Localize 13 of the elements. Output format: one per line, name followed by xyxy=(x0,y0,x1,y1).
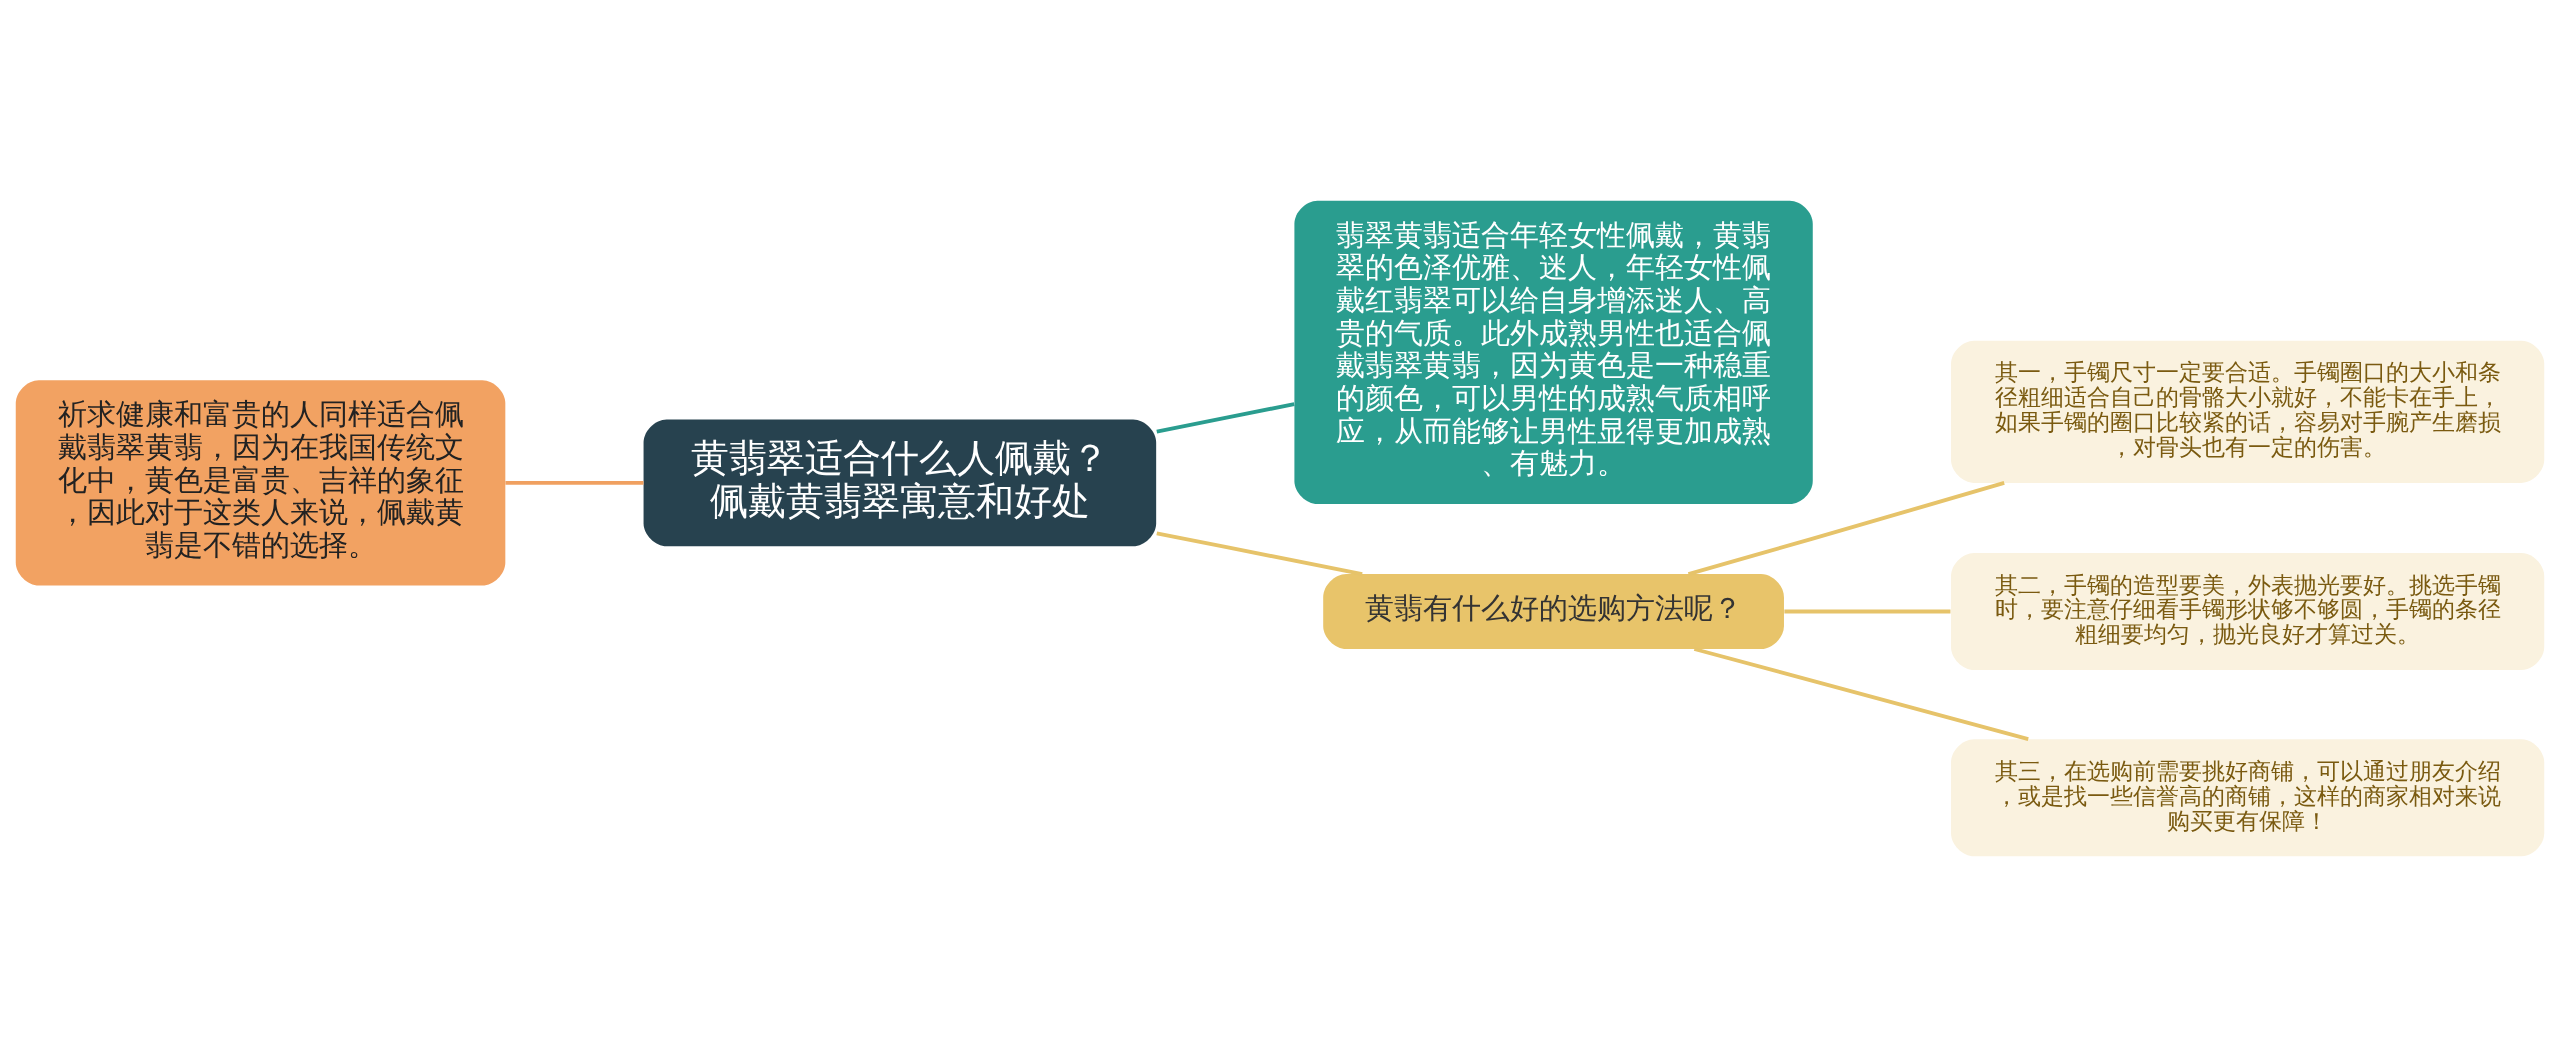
node-box: 黄翡翠适合什么人佩戴？佩戴黄翡翠寓意和好处 xyxy=(643,419,1157,547)
node-box: 黄翡有什么好的选购方法呢？ xyxy=(1323,574,1784,649)
node-box: 其一，手镯尺寸一定要合适。手镯圈口的大小和条径粗细适合自己的骨骼大小就好，不能卡在手上，如果手镯的圈口比较紧的话，容易对手腕产生磨损，对骨头也有一定的伤害。 xyxy=(1951,340,2545,483)
node-box: 祈求健康和富贵的人同样适合佩戴翡翠黄翡，因为在我国传统文化中，黄色是富贵、吉祥的象征，因此对于这类人来说，佩戴黄翡是不错的选择。 xyxy=(15,380,506,586)
connector xyxy=(1687,481,2005,576)
connector xyxy=(1784,609,1951,614)
connector xyxy=(505,480,644,485)
node-box: 其二，手镯的造型要美，外表抛光要好。挑选手镯时，要注意仔细看手镯形状够不够圆，手镯的条径粗细要均匀，抛光良好才算过关。 xyxy=(1951,553,2545,671)
node-box: 翡翠黄翡适合年轻女性佩戴，黄翡翠的色泽优雅、迷人，年轻女性佩戴红翡翠可以给自身增添迷人、高贵的气质。此外成熟男性也适合佩戴翡翠黄翡，因为黄色是一种稳重的颜色，可以男性的成熟气质相呼应，从而能够让男性显得更加成熟、有魅力。 xyxy=(1294,200,1813,504)
connector xyxy=(1156,402,1295,434)
node-box: 其三，在选购前需要挑好商铺，可以通过朋友介绍，或是找一些信誉高的商铺，这样的商家相对来说购买更有保障！ xyxy=(1951,739,2545,857)
connector xyxy=(1693,647,2029,741)
connector xyxy=(1156,531,1363,576)
